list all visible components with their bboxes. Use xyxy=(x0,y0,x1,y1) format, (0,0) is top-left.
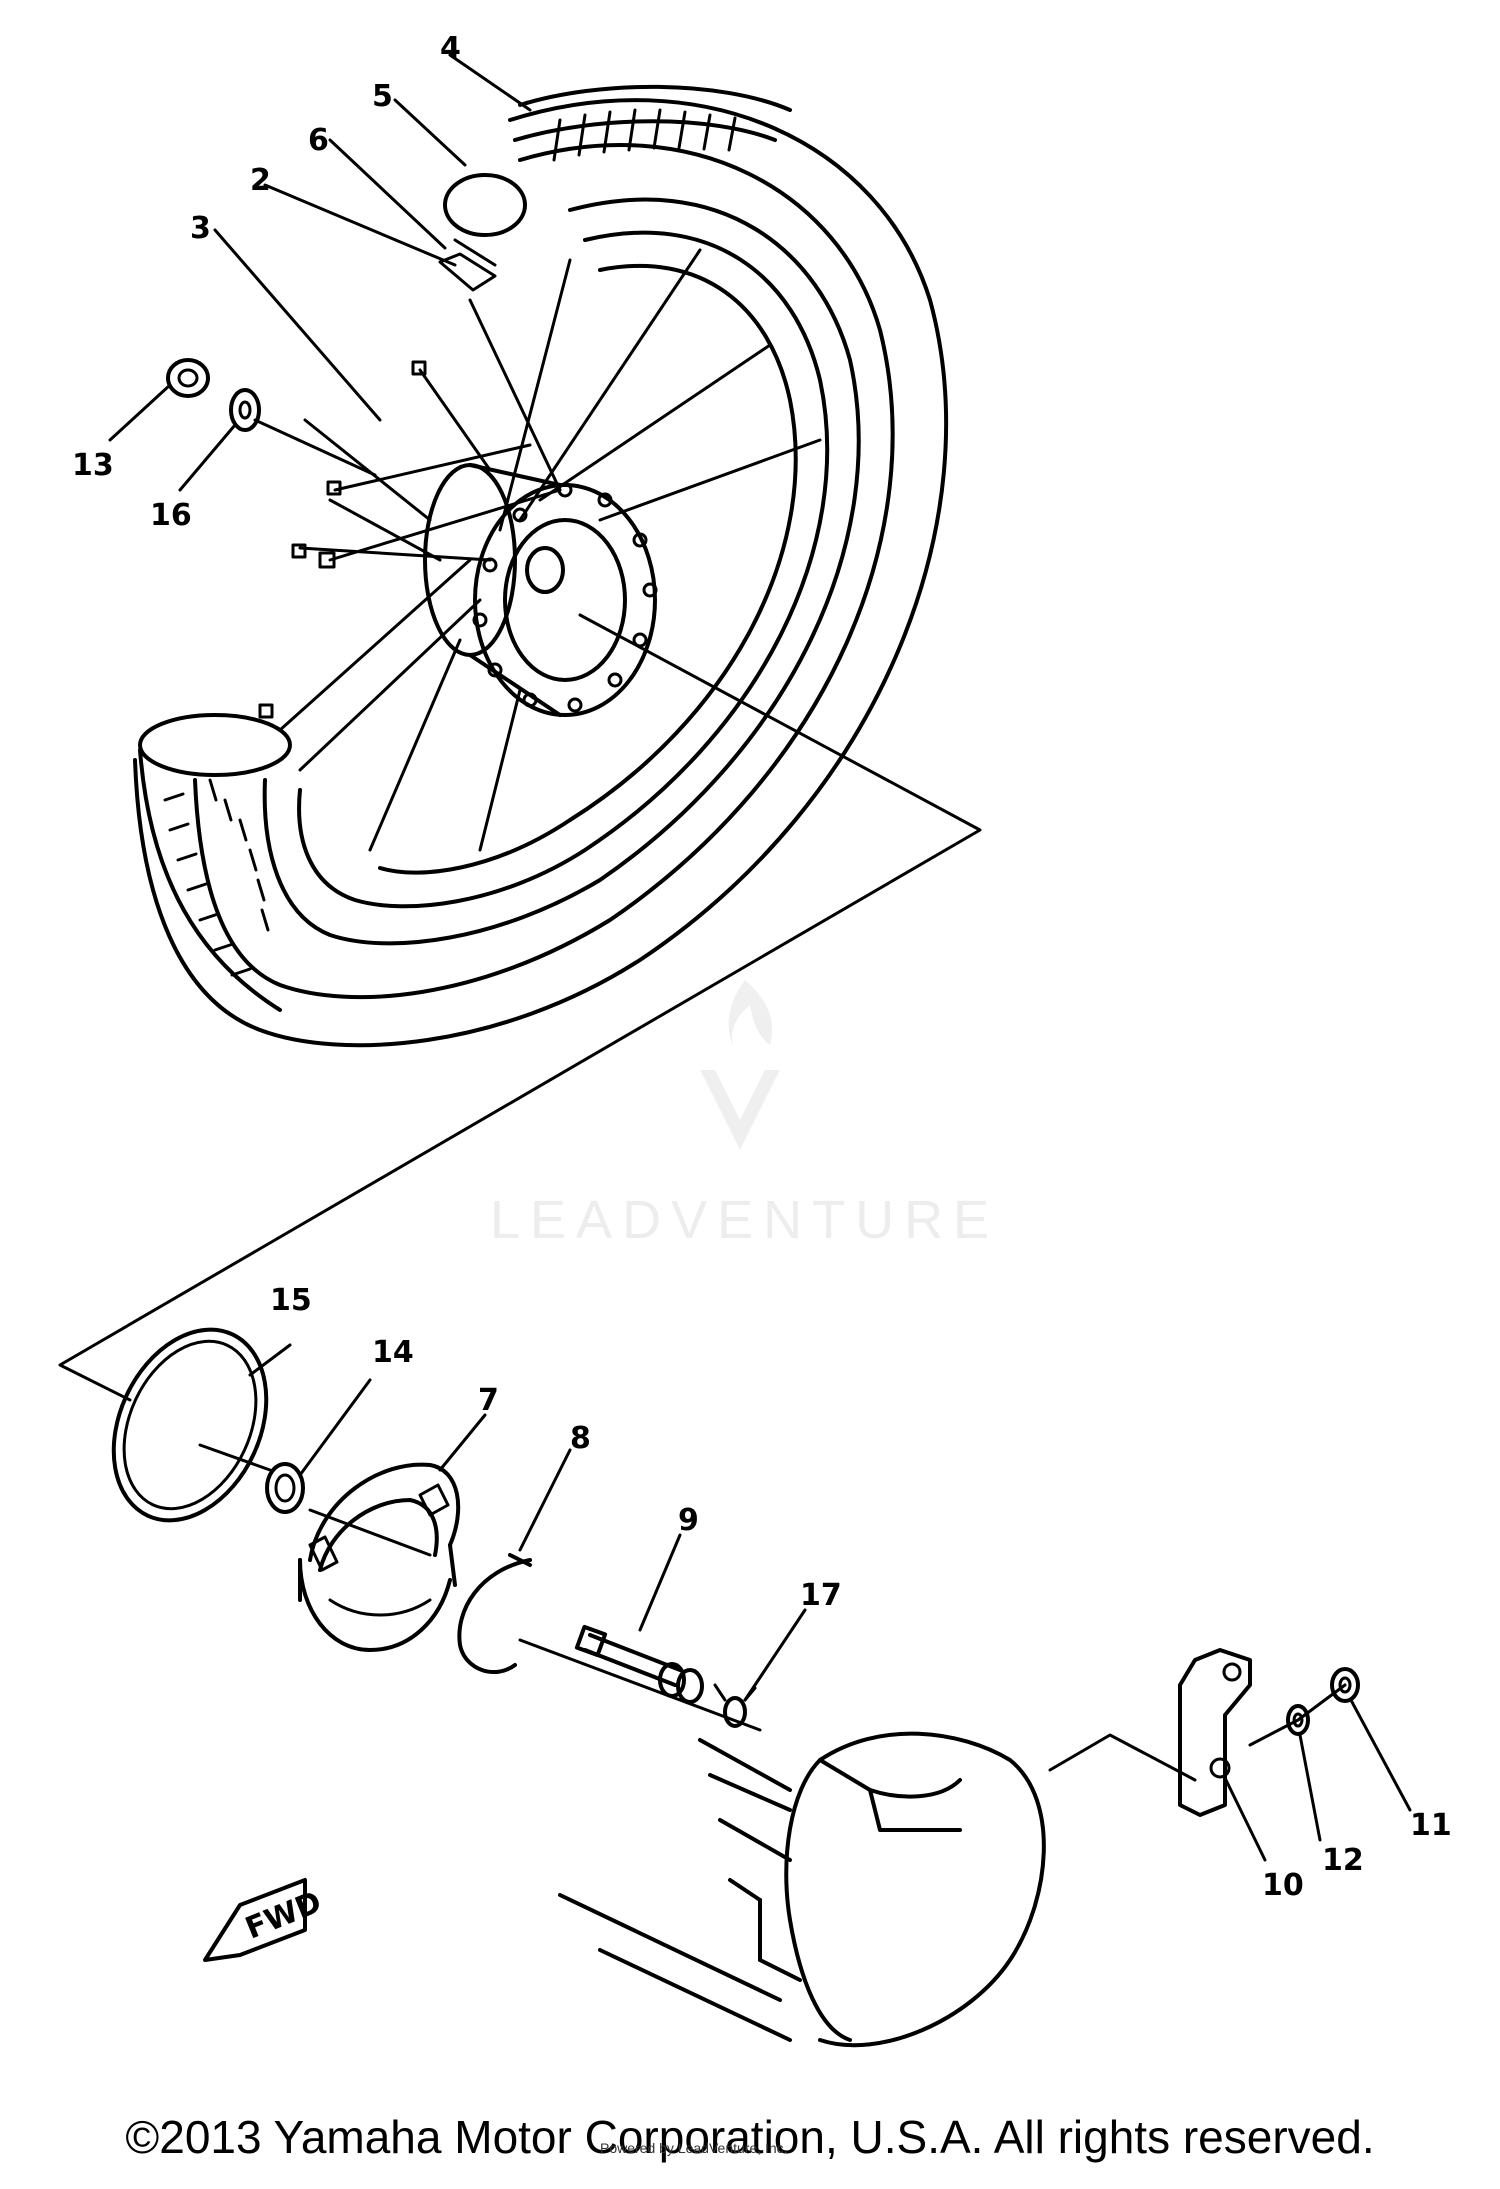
brake-lever-10 xyxy=(1048,1648,1252,1817)
callout-2: 2 xyxy=(250,163,271,198)
axle-nut-13 xyxy=(166,358,210,398)
powered-by-note: Powered by LeadVenture, Inc. xyxy=(600,2140,788,2156)
washer-12 xyxy=(1286,1704,1310,1736)
forward-arrow-icon xyxy=(203,1878,307,1962)
camshaft-9 xyxy=(574,1624,704,1704)
brake-panel xyxy=(558,1731,1046,2048)
callout-5: 5 xyxy=(372,79,393,114)
brake-shoe-7 xyxy=(298,1462,461,1652)
watermark-text: LEADVENTURE xyxy=(490,1190,999,1250)
washer-16 xyxy=(229,388,261,432)
callout-15: 15 xyxy=(270,1283,312,1318)
callout-8: 8 xyxy=(570,1421,591,1456)
callout-12: 12 xyxy=(1322,1843,1364,1878)
callout-17: 17 xyxy=(800,1578,842,1613)
callout-10: 10 xyxy=(1262,1868,1304,1903)
copyright-notice: ©2013 Yamaha Motor Corporation, U.S.A. A… xyxy=(125,2111,1375,2163)
callout-11: 11 xyxy=(1410,1808,1452,1843)
callout-6: 6 xyxy=(308,123,329,158)
nut-11 xyxy=(1330,1667,1360,1703)
spring-8 xyxy=(457,1553,532,1675)
o-ring-15 xyxy=(111,1327,269,1523)
callout-13: 13 xyxy=(72,448,114,483)
seal-14 xyxy=(265,1462,305,1514)
callout-3: 3 xyxy=(190,211,211,246)
callout-16: 16 xyxy=(150,498,192,533)
callout-7: 7 xyxy=(478,1383,499,1418)
wheel-assembly xyxy=(133,84,949,1048)
callout-4: 4 xyxy=(440,31,461,66)
leadventure-watermark: LEADVENTURE xyxy=(490,980,999,1250)
callout-9: 9 xyxy=(678,1503,699,1538)
callout-14: 14 xyxy=(372,1335,414,1370)
